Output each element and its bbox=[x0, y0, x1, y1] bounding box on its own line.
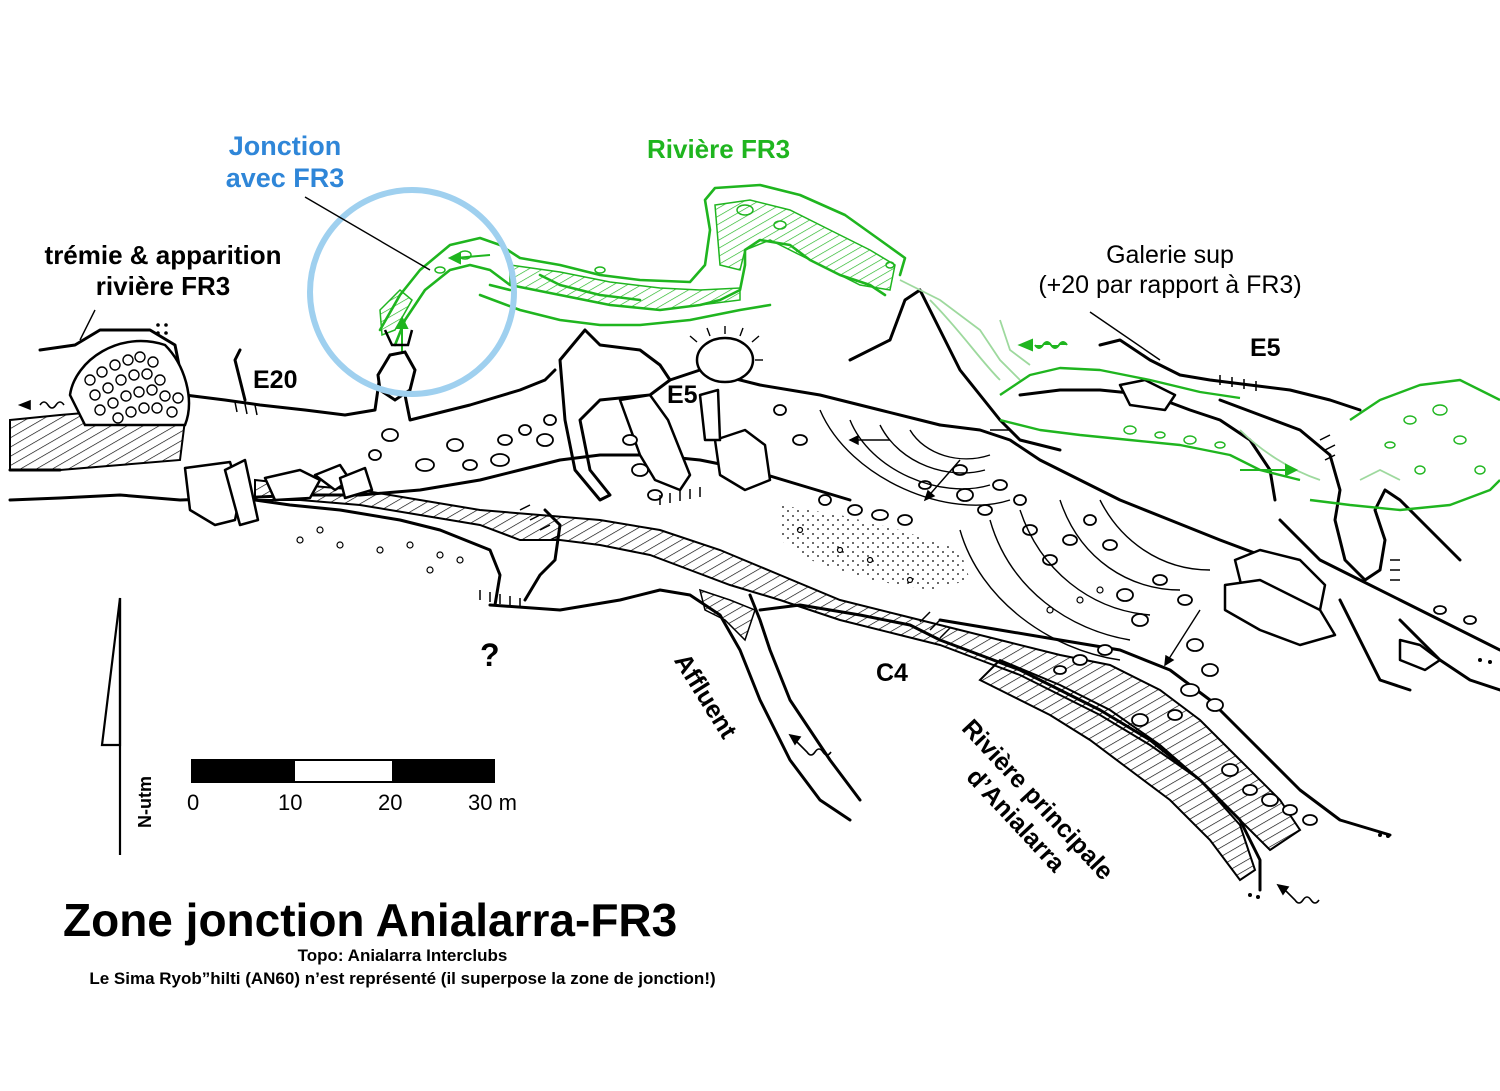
tremie-label-line1: trémie & apparition bbox=[44, 240, 282, 270]
c4-label: C4 bbox=[876, 659, 908, 687]
fr3-hatch-lower bbox=[509, 264, 741, 311]
tremie-boulders bbox=[68, 339, 191, 427]
scale-bar bbox=[191, 759, 495, 783]
junction-label-line1: Jonction bbox=[228, 131, 342, 161]
galerie-sup-faint bbox=[899, 279, 1401, 481]
scale-tick-30m: 30 m bbox=[468, 790, 517, 815]
junction-label-line2: avec FR3 bbox=[225, 163, 345, 194]
sand-area bbox=[780, 505, 970, 590]
fr3-stones bbox=[434, 204, 895, 274]
north-label: N-utm bbox=[135, 776, 155, 828]
scale-tick-10: 10 bbox=[278, 790, 303, 815]
junction-circle bbox=[307, 187, 517, 397]
riviere-fr3-label: Rivière FR3 bbox=[647, 134, 791, 164]
junction-shaft-inner bbox=[383, 329, 414, 347]
galerie-sup-line1: Galerie sup bbox=[1106, 241, 1234, 269]
rock-blocks bbox=[183, 336, 1442, 672]
unknown-passage-label: ? bbox=[480, 637, 500, 673]
tremie-label-line2: rivière FR3 bbox=[95, 271, 231, 302]
e5-left-label: E5 bbox=[667, 381, 698, 409]
junction-label: Jonction avec FR3 bbox=[210, 130, 360, 195]
step-ticks bbox=[234, 375, 1400, 639]
e20-label: E20 bbox=[253, 366, 298, 394]
scale-tick-0: 0 bbox=[187, 790, 200, 815]
galerie-sup-stones bbox=[1123, 404, 1486, 475]
map-credit: Topo: Anialarra Interclubs bbox=[297, 946, 508, 965]
fr3-hatch-upper bbox=[714, 199, 896, 291]
tremie-label: trémie & apparition rivière FR3 bbox=[18, 240, 308, 302]
flow-arrows bbox=[848, 429, 1201, 667]
e5-cupola-ticks bbox=[689, 326, 763, 361]
galerie-sup-line2: (+20 par rapport à FR3) bbox=[1038, 271, 1302, 299]
fr3-hatch-left bbox=[379, 288, 413, 337]
galerie-sup-arrows bbox=[1017, 338, 1299, 477]
water-inflow-markers bbox=[17, 399, 1320, 904]
fr3-junction-arrow bbox=[395, 251, 491, 360]
continuation-dots bbox=[156, 323, 1492, 899]
e5-right-label: E5 bbox=[1250, 334, 1281, 362]
leader-lines bbox=[79, 196, 1161, 361]
affluent-hatch bbox=[698, 588, 756, 642]
galerie-sup-label: Galerie sup (+20 par rapport à FR3) bbox=[1005, 240, 1335, 300]
main-river-hatch-2 bbox=[254, 478, 1302, 852]
scale-tick-20: 20 bbox=[378, 790, 403, 815]
galerie-sup-passage bbox=[999, 366, 1500, 512]
contour-lines bbox=[819, 409, 1211, 661]
map-note: Le Sima Ryob”hilti (AN60) n’est représen… bbox=[89, 969, 716, 988]
scree-stones bbox=[368, 404, 1477, 826]
lower-river-hatch bbox=[978, 658, 1257, 882]
north-arrow bbox=[100, 597, 122, 855]
map-title: Zone jonction Anialarra-FR3 bbox=[63, 894, 678, 946]
